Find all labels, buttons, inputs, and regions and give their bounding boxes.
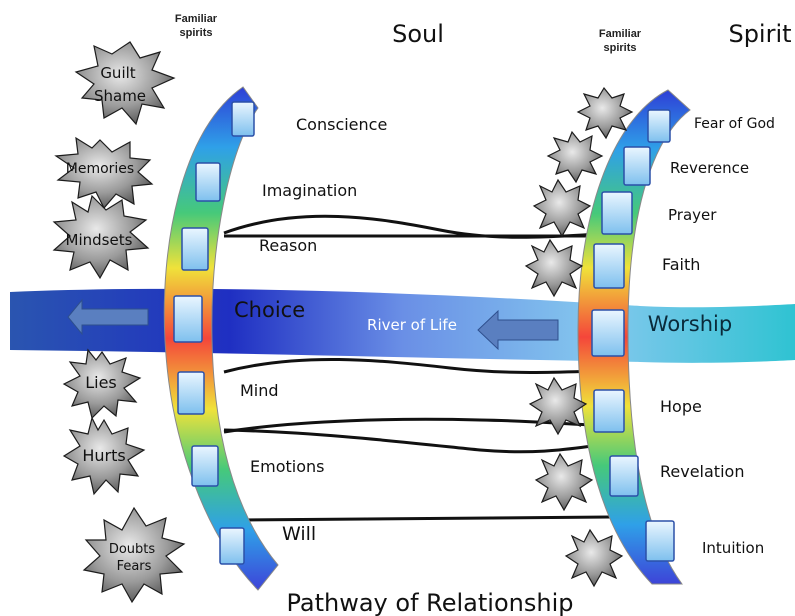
connector-will-intuition [237,515,611,522]
spirit-item-revelation: Revelation [660,462,744,481]
soul-item-emotions: Emotions [250,457,324,476]
connector-mind-worship [223,357,601,374]
river-of-life-label: River of Life [367,316,457,334]
soul-item-will: Will [282,523,316,545]
spirit-item-hope: Hope [660,397,702,416]
stronghold-hurts: Hurts [62,416,146,496]
familiar-spirit-star [524,238,584,298]
door-icon [593,389,625,433]
familiar-spirit-star [576,86,634,140]
pathway-heading: Pathway of Relationship [287,589,574,616]
door-icon [591,309,625,357]
soul-item-labels: Conscience Imagination Reason Mind Emoti… [240,115,387,545]
door-icon [181,227,209,271]
stronghold-mindsets: Mindsets [52,194,150,280]
familiar-spirit-stars [524,86,634,588]
familiar-spirits-right-line1: Familiar [599,28,642,40]
stronghold-label-shame: Shame [94,87,146,105]
stronghold-guilt-shame: Guilt Shame [74,41,176,126]
door-icon [191,445,219,487]
river-flow-arrow-center [477,309,559,351]
familiar-spirit-star [528,376,588,436]
door-icon [173,295,203,343]
familiar-spirits-left-line2: spirits [179,27,212,39]
door-icon [645,520,675,562]
stronghold-label-guilt: Guilt [100,64,135,82]
river-flow-arrow-left [67,298,149,336]
choice-label: Choice [234,298,305,322]
spirit-item-intuition: Intuition [702,539,764,557]
spirit-doors [591,109,675,562]
connector-emotions-revelation [223,417,601,434]
stronghold-memories: Memories [54,136,154,210]
door-icon [219,527,245,565]
door-icon [593,243,625,289]
familiar-spirit-star [564,528,624,588]
door-icon [609,455,639,497]
stronghold-label-doubts: Doubts [109,542,156,557]
door-icon [177,371,205,415]
familiar-spirit-star [534,452,594,512]
soul-item-imagination: Imagination [262,181,357,200]
stronghold-label-lies: Lies [85,373,117,392]
spirit-item-faith: Faith [662,255,700,274]
stronghold-doubts-fears: Doubts Fears [82,506,186,604]
familiar-spirits-left-line1: Familiar [175,13,218,25]
spirit-heading: Spirit [728,20,791,48]
spirit-item-reverence: Reverence [670,159,749,177]
stronghold-lies: Lies [62,348,142,420]
door-icon [623,146,651,186]
door-icon [601,191,633,235]
familiar-spirits-right-line2: spirits [603,42,636,54]
spirit-item-prayer: Prayer [668,206,717,224]
spirit-item-fear-of-god: Fear of God [694,116,775,132]
connection-lines [223,214,611,522]
stronghold-label-hurts: Hurts [82,446,125,465]
connector-emotions-hope [223,428,601,454]
door-icon [195,162,221,202]
door-icon [231,101,255,137]
familiar-spirit-star [546,130,604,184]
soul-item-reason: Reason [259,236,317,255]
spirit-item-labels: Fear of God Reverence Prayer Faith Hope … [660,116,775,557]
worship-label: Worship [648,312,732,336]
stronghold-label-mindsets: Mindsets [66,231,133,249]
stronghold-label-fears: Fears [117,559,152,574]
stronghold-label-memories: Memories [66,161,134,177]
soul-item-conscience: Conscience [296,115,387,134]
soul-doors [173,101,255,565]
familiar-spirit-star [532,178,592,238]
door-icon [647,109,671,143]
soul-item-mind: Mind [240,381,279,400]
soul-heading: Soul [392,20,444,48]
